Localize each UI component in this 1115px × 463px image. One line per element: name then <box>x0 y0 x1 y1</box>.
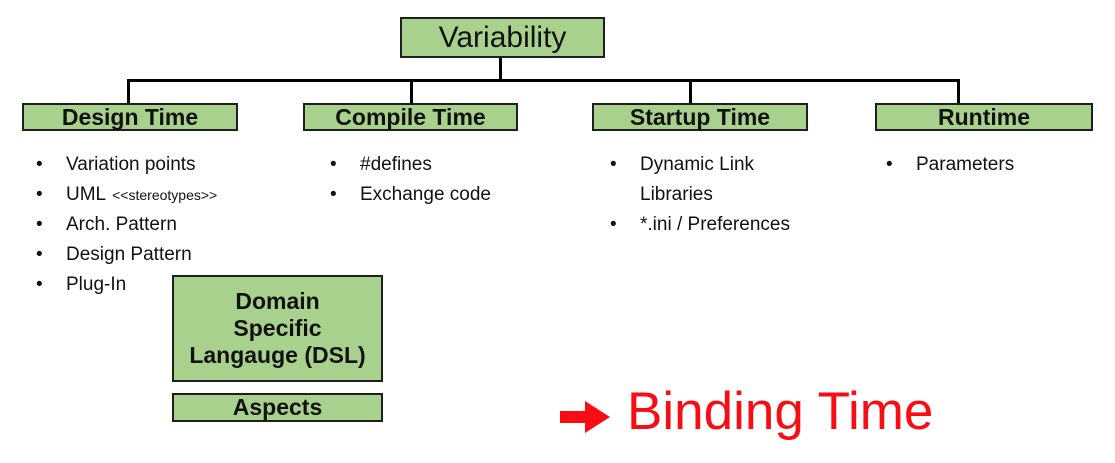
list-item: • Plug-In <box>36 270 217 300</box>
bullet-icon: • <box>36 214 43 235</box>
bullet-icon: • <box>36 154 43 175</box>
connector-root-vertical <box>499 58 502 81</box>
list-item-text: #defines <box>360 154 432 175</box>
category-box-runtime: Runtime <box>875 103 1093 131</box>
list-item-text-main: UML <box>66 184 107 205</box>
list-item-text: Parameters <box>916 154 1015 175</box>
list-item-text-small: <<stereotypes>> <box>112 187 218 203</box>
bullet-icon: • <box>610 154 617 175</box>
list-item-text: UML <<stereotypes>> <box>66 180 217 210</box>
dsl-box-line: Specific <box>233 315 322 341</box>
list-item: • Parameters <box>886 150 1014 180</box>
dsl-box-line: Domain <box>235 288 320 314</box>
runtime-list: • Parameters <box>886 150 1014 180</box>
design-time-list: • Variation points • UML<<stereotypes>> … <box>36 150 217 300</box>
aspects-box: Aspects <box>172 393 383 422</box>
connector-drop-runtime <box>957 82 960 103</box>
connector-horizontal <box>127 79 960 82</box>
dsl-box: Domain Specific Langauge (DSL) <box>172 275 383 382</box>
list-item: • Arch. Pattern <box>36 210 217 240</box>
list-item-text: Arch. Pattern <box>66 214 177 235</box>
category-box-design-time: Design Time <box>22 103 238 131</box>
right-arrow-icon <box>560 401 610 433</box>
list-item-text: Plug-In <box>66 274 127 295</box>
list-item: • Design Pattern <box>36 240 217 270</box>
bullet-icon: • <box>886 154 893 175</box>
bullet-icon: • <box>36 274 43 295</box>
bullet-icon: • <box>330 184 337 205</box>
list-item-text: Exchange code <box>360 184 491 205</box>
category-label-runtime: Runtime <box>938 103 1030 130</box>
binding-time-label: Binding Time <box>627 382 934 441</box>
bullet-icon: • <box>36 244 43 265</box>
compile-time-list: • #defines • Exchange code <box>330 150 491 210</box>
dsl-box-line: Langauge (DSL) <box>189 342 366 368</box>
list-item: • *.ini / Preferences <box>610 210 800 240</box>
category-label-startup-time: Startup Time <box>629 103 771 130</box>
bullet-icon: • <box>610 214 617 235</box>
list-item: • Exchange code <box>330 180 491 210</box>
root-box-label: Variability <box>438 20 567 54</box>
root-box-variability: Variability <box>400 17 605 58</box>
connector-drop-startup-time <box>689 82 692 103</box>
category-box-startup-time: Startup Time <box>592 103 808 131</box>
list-item: • UML <<stereotypes>> <box>36 180 217 210</box>
bullet-icon: • <box>36 184 43 205</box>
connector-drop-design-time <box>127 82 130 103</box>
list-item: • #defines <box>330 150 491 180</box>
bullet-icon: • <box>330 154 337 175</box>
list-item-text: Design Pattern <box>66 244 192 265</box>
aspects-box-label: Aspects <box>232 394 323 420</box>
list-item-text: Variation points <box>66 154 196 175</box>
category-label-compile-time: Compile Time <box>335 103 486 130</box>
list-item: • Variation points <box>36 150 217 180</box>
category-box-compile-time: Compile Time <box>303 103 518 131</box>
list-item-text: Dynamic Link Libraries <box>640 154 755 205</box>
category-label-design-time: Design Time <box>61 103 199 130</box>
list-item-text: *.ini / Preferences <box>640 214 790 235</box>
list-item: • Dynamic Link Libraries <box>610 150 800 210</box>
connector-drop-compile-time <box>410 82 413 103</box>
startup-time-list: • Dynamic Link Libraries • *.ini / Prefe… <box>610 150 800 240</box>
